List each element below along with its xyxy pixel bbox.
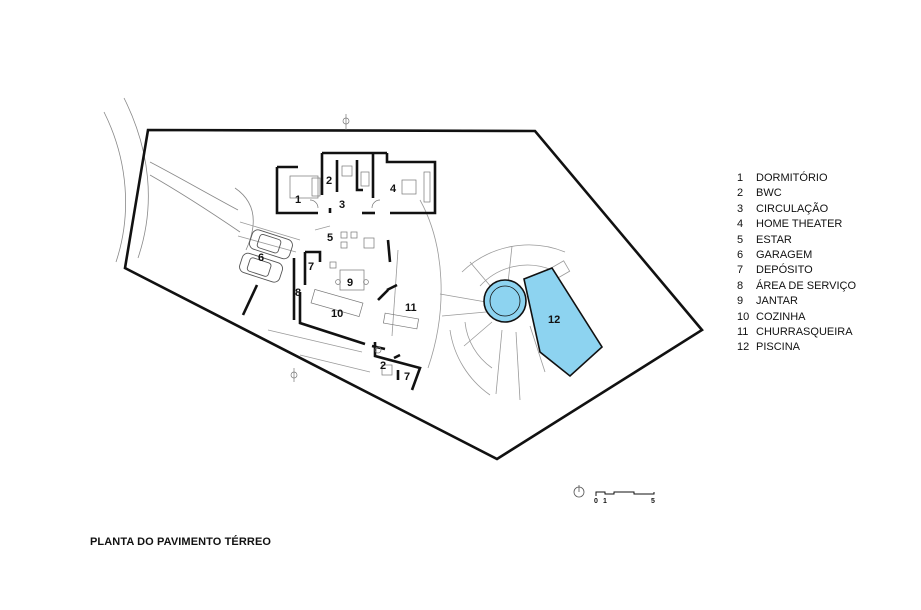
- pool-deck: [439, 244, 571, 401]
- site-thin-lines: [237, 199, 442, 373]
- room-number-garagem: 6: [258, 252, 264, 264]
- upper-wing-furniture: [289, 165, 431, 209]
- room-number-estar: 5: [327, 232, 333, 244]
- upper-wing-walls: [275, 151, 437, 215]
- room-number-dormitorio: 1: [295, 194, 301, 206]
- room-number-circulacao: 3: [339, 199, 345, 211]
- pool: [483, 267, 604, 378]
- main-wing-walls: [241, 239, 422, 391]
- compass-icon: [573, 485, 585, 498]
- scale-label-5: 5: [651, 498, 655, 505]
- garage-cars: [239, 229, 293, 283]
- drawing-title: PLANTA DO PAVIMENTO TÉRREO: [90, 536, 272, 548]
- room-number-deposito-2: 7: [404, 371, 410, 383]
- room-number-piscina: 12: [548, 314, 560, 326]
- north-marker: [290, 114, 350, 382]
- lot-boundary: [123, 128, 704, 461]
- scale-label-0: 0: [594, 498, 598, 505]
- room-number-churrasqueira: 11: [405, 302, 417, 314]
- room-number-deposito: 7: [308, 261, 314, 273]
- scale-label-1: 1: [603, 498, 607, 505]
- room-numbers: 1 2 3 4 5 6 7 8 9 10 11 12 2 7: [258, 175, 560, 383]
- room-number-jantar: 9: [347, 277, 353, 289]
- scale-bar: 0 1 5: [594, 491, 655, 505]
- room-number-cozinha: 10: [331, 308, 343, 320]
- room-number-area-servico: 8: [295, 287, 301, 299]
- room-number-bwc-2: 2: [380, 360, 386, 372]
- site-road-curves: [103, 97, 254, 263]
- room-number-home-theater: 4: [390, 183, 397, 195]
- room-number-bwc: 2: [326, 175, 332, 187]
- main-wing-furniture: [310, 231, 420, 376]
